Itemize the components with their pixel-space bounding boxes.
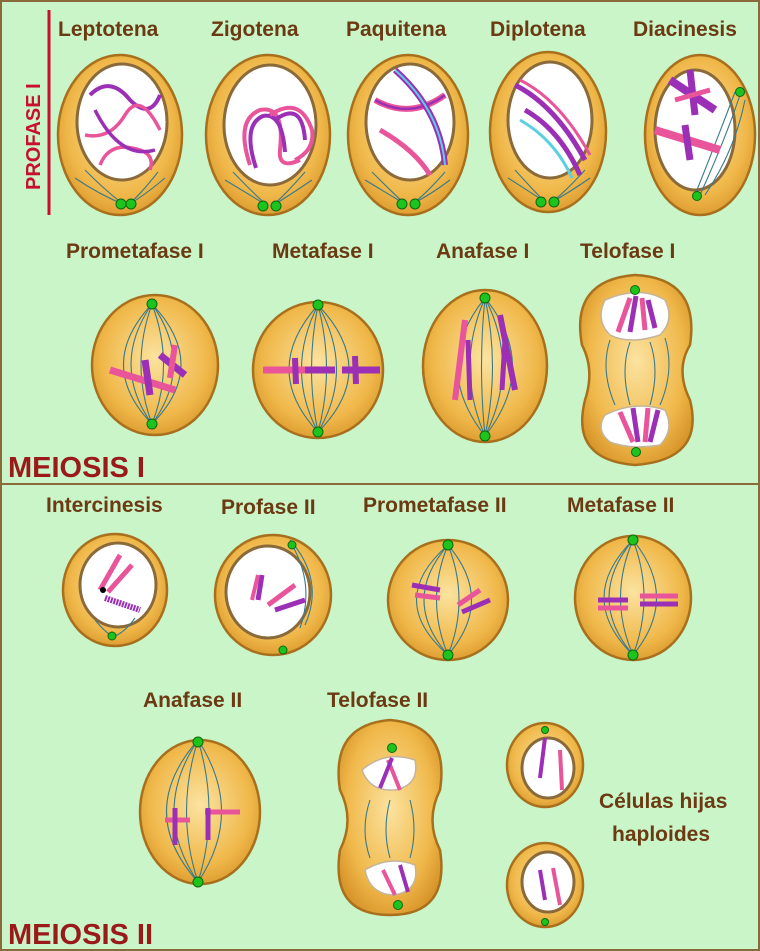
- stage-label-intercinesis: Intercinesis: [46, 494, 163, 517]
- cell-telofase-2: [339, 720, 442, 915]
- cell-profase-2: [215, 535, 331, 655]
- stage-label-prometafase-2: Prometafase II: [363, 494, 507, 517]
- daughter-cell-bottom: [507, 843, 583, 927]
- cell-leptotena: [58, 55, 182, 215]
- daughter-cells-label-line2: haploides: [612, 823, 710, 846]
- cell-metafase-2: [575, 535, 691, 660]
- daughter-cell-top: [507, 723, 583, 807]
- cell-prometafase-1: [92, 295, 218, 435]
- stage-label-anafase-1: Anafase I: [436, 240, 529, 263]
- stage-label-profase-2: Profase II: [221, 496, 316, 519]
- cell-diacinesis: [645, 55, 755, 215]
- cell-telofase-1: [580, 275, 693, 465]
- stage-label-metafase-1: Metafase I: [272, 240, 374, 263]
- cell-prometafase-2: [388, 540, 508, 660]
- stage-label-prometafase-1: Prometafase I: [66, 240, 204, 263]
- stage-label-telofase-2: Telofase II: [327, 689, 428, 712]
- cell-diplotena: [490, 52, 606, 212]
- section-title-meiosis-1: MEIOSIS I: [8, 452, 145, 484]
- cell-intercinesis: [63, 534, 167, 646]
- daughter-cells-label-line1: Células hijas: [599, 790, 727, 813]
- stage-label-zigotena: Zigotena: [211, 18, 299, 41]
- stage-label-diplotena: Diplotena: [490, 18, 586, 41]
- stage-label-leptotena: Leptotena: [58, 18, 159, 41]
- stage-label-telofase-1: Telofase I: [580, 240, 675, 263]
- stage-label-anafase-2: Anafase II: [143, 689, 242, 712]
- cell-anafase-1: [423, 290, 547, 442]
- stage-label-metafase-2: Metafase II: [567, 494, 674, 517]
- cell-zigotena: [206, 55, 330, 215]
- profase-label: PROFASE I: [23, 83, 45, 190]
- cell-anafase-2: [140, 737, 260, 887]
- section-title-meiosis-2: MEIOSIS II: [8, 919, 153, 951]
- cell-paquitena: [348, 55, 468, 215]
- stage-label-paquitena: Paquitena: [346, 18, 447, 41]
- cell-metafase-1: [253, 300, 383, 438]
- stage-label-diacinesis: Diacinesis: [633, 18, 737, 41]
